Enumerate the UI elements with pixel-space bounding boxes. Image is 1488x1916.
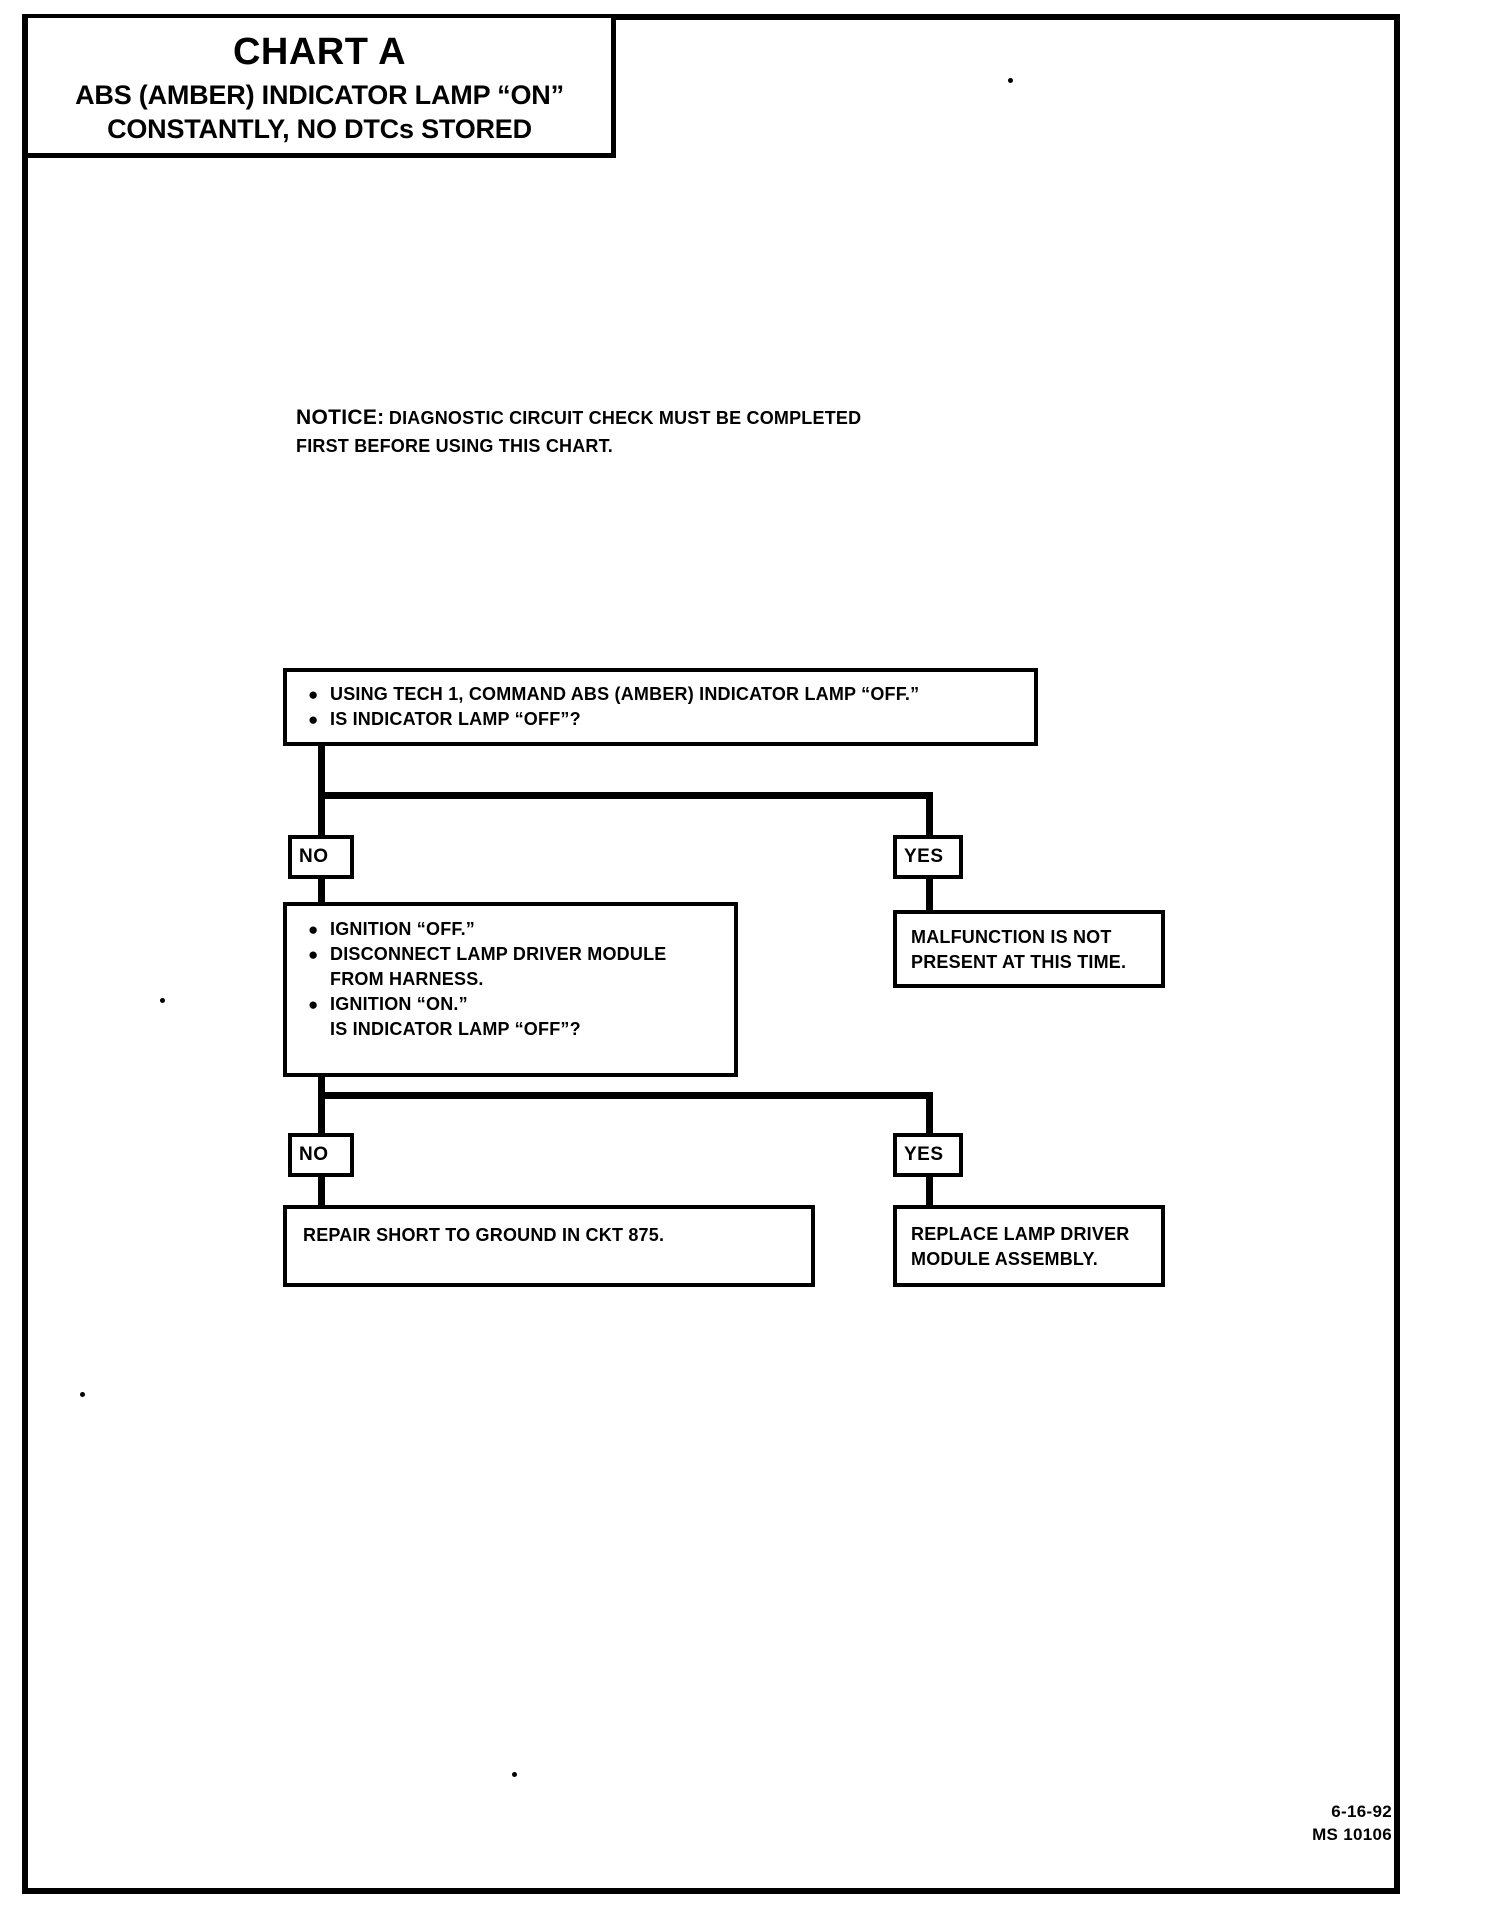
chart-title: CHART A [232,31,407,73]
step2-bullet-3-line-2: IS INDICATOR LAMP “OFF”? [330,1019,581,1039]
chart-subtitle-line-1: ABS (AMBER) INDICATOR LAMP “ON” [75,80,564,110]
step1-bullet-2: IS INDICATOR LAMP “OFF”? [330,709,581,729]
bullet-item: ● USING TECH 1, COMMAND ABS (AMBER) INDI… [305,682,1034,707]
bullet-item: ● DISCONNECT LAMP DRIVER MODULE [305,942,734,967]
notice-label: NOTICE: [296,406,385,429]
result-box-replace-module: REPLACE LAMP DRIVER MODULE ASSEMBLY. [893,1205,1165,1287]
step2-bullet-2-line-1: DISCONNECT LAMP DRIVER MODULE [330,944,667,964]
connector-step2-yes-leg [926,1092,933,1135]
replace-line-1: REPLACE LAMP DRIVER [911,1224,1130,1244]
bullet-icon: ● [308,685,319,704]
step2-bullet-1: IGNITION “OFF.” [330,919,475,939]
page-border-right [1394,14,1400,1894]
connector-step1-horizontal [318,792,933,799]
page-border-top [22,14,1400,20]
bullet-item: ● IGNITION “ON.” [305,992,734,1017]
scan-speck [512,1772,517,1777]
malfunction-line-2: PRESENT AT THIS TIME. [911,952,1127,972]
page-border-left [22,14,28,1894]
connector-step1-no-leg [318,792,325,837]
page-border-bottom [22,1888,1400,1894]
chart-subtitle-line-2: CONSTANTLY, NO DTCs STORED [107,114,532,144]
bullet-item: ● IGNITION “OFF.” [305,917,734,942]
scan-speck [160,998,165,1003]
malfunction-line-1: MALFUNCTION IS NOT [911,927,1112,947]
notice-block: NOTICE: DIAGNOSTIC CIRCUIT CHECK MUST BE… [296,404,1056,460]
connector-step1-yes-leg [926,792,933,837]
connector-step1-yes-to-box [926,877,933,912]
branch-label-no-2: NO [288,1133,354,1177]
branch-label-no-1: NO [288,835,354,879]
connector-step2-no-to-box [318,1175,325,1207]
notice-text-line-1: DIAGNOSTIC CIRCUIT CHECK MUST BE COMPLET… [388,408,862,428]
repair-line-1: REPAIR SHORT TO GROUND IN CKT 875. [303,1225,665,1245]
bullet-icon: ● [308,945,319,964]
bullet-item: ● IS INDICATOR LAMP “OFF”? [305,707,1034,732]
footer-date: 6-16-92 [1331,1802,1392,1821]
connector-step1-down [318,746,325,798]
connector-step2-horizontal [318,1092,933,1099]
bullet-icon: ● [308,920,319,939]
notice-text-line-2: FIRST BEFORE USING THIS CHART. [296,436,614,456]
branch-label-yes-1: YES [893,835,963,879]
scan-speck [1008,78,1013,83]
step1-bullet-1: USING TECH 1, COMMAND ABS (AMBER) INDICA… [330,684,920,704]
bullet-icon: ● [308,995,319,1014]
scan-speck [80,1392,85,1397]
result-box-repair-short: REPAIR SHORT TO GROUND IN CKT 875. [283,1205,815,1287]
footer-code: MS 10106 [1312,1825,1392,1844]
title-block: CHART A ABS (AMBER) INDICATOR LAMP “ON” … [28,18,616,158]
page-footer: 6-16-92 MS 10106 [1312,1800,1392,1846]
connector-step2-no-leg [318,1092,325,1135]
question-box-step-2: ● IGNITION “OFF.” ● DISCONNECT LAMP DRIV… [283,902,738,1077]
connector-step2-yes-to-box [926,1175,933,1207]
step2-bullet-3-line-1: IGNITION “ON.” [330,994,468,1014]
branch-label-yes-2: YES [893,1133,963,1177]
step2-bullet-2-line-2: FROM HARNESS. [330,969,484,989]
result-box-malfunction-not-present: MALFUNCTION IS NOT PRESENT AT THIS TIME. [893,910,1165,988]
connector-step1-no-to-box [318,877,325,904]
replace-line-2: MODULE ASSEMBLY. [911,1249,1098,1269]
notice-first-line: NOTICE: DIAGNOSTIC CIRCUIT CHECK MUST BE… [296,404,1056,433]
question-box-step-1: ● USING TECH 1, COMMAND ABS (AMBER) INDI… [283,668,1038,746]
bullet-icon: ● [308,710,319,729]
